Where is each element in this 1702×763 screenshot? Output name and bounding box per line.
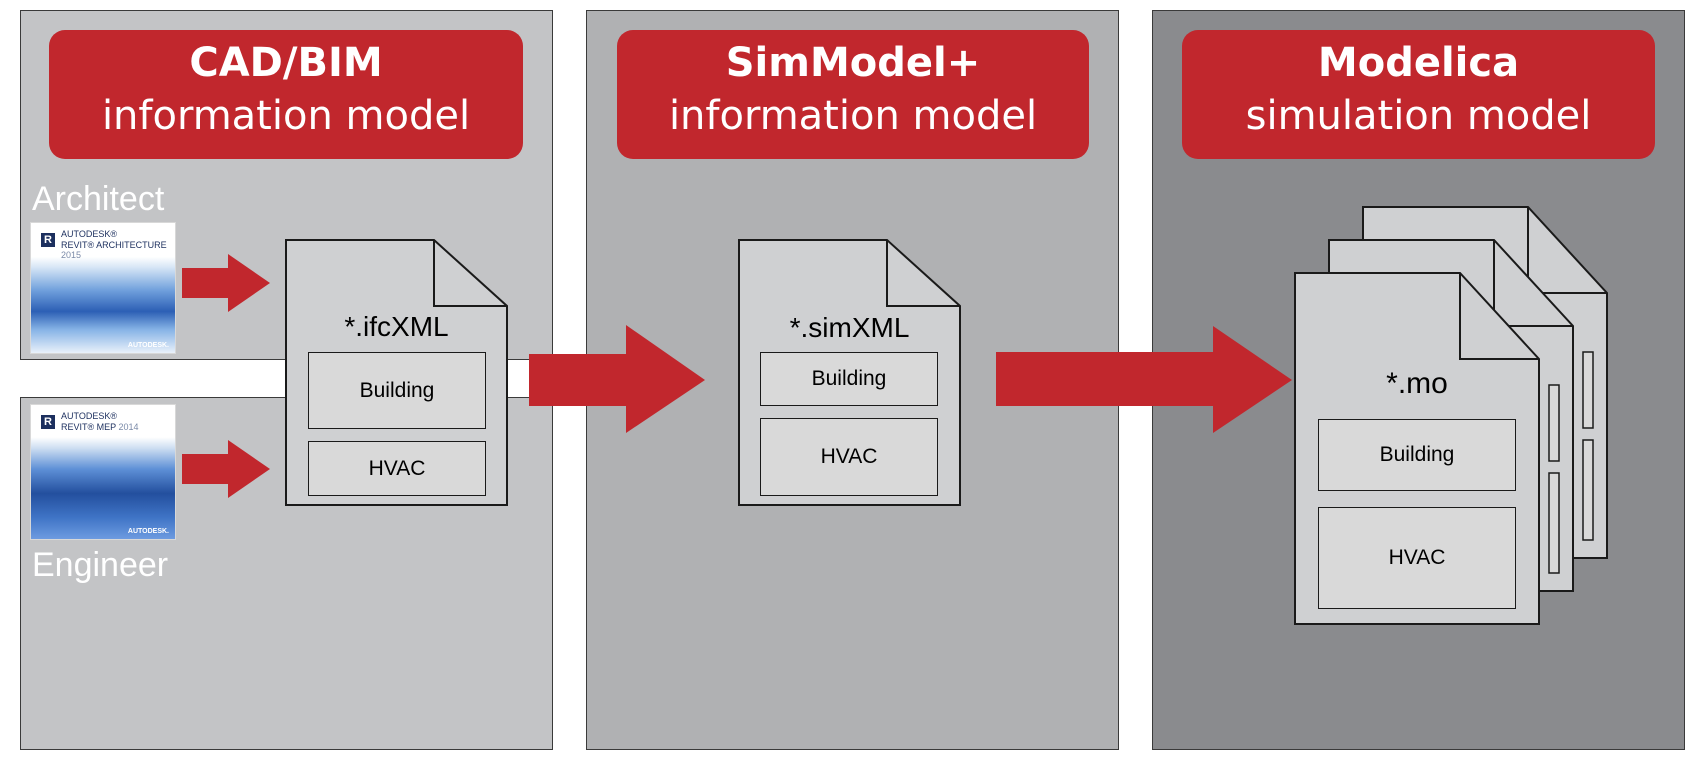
- document-ifcxml-label: *.ifcXML: [344, 311, 449, 342]
- product-brand: AUTODESK®: [61, 411, 117, 421]
- header-modelica-subtitle: simulation model: [1245, 93, 1592, 139]
- header-cad-bim-subtitle: information model: [101, 93, 471, 139]
- document-mo-middle-section-building: [1548, 384, 1560, 462]
- product-footer: AUTODESK.: [127, 342, 169, 349]
- header-modelica-title: Modelica: [1317, 40, 1520, 86]
- header-modelica: Modelica simulation model: [1182, 30, 1655, 159]
- document-simxml-fold: [886, 240, 960, 307]
- document-mo-back-section-hvac: [1582, 439, 1594, 541]
- autodesk-logo-icon: R: [41, 415, 55, 429]
- header-simmodel: SimModel+ information model: [617, 30, 1089, 159]
- arrow-simmodel-to-modelica: [996, 326, 1292, 433]
- product-brand: AUTODESK®: [61, 229, 117, 239]
- header-simmodel-title: SimModel+: [725, 40, 981, 86]
- document-mo-middle-section-hvac: [1548, 472, 1560, 574]
- header-simmodel-subtitle: information model: [668, 93, 1038, 139]
- product-year: 2015: [61, 250, 82, 260]
- header-cad-bim: CAD/BIM information model: [49, 30, 523, 159]
- product-footer: AUTODESK.: [127, 528, 169, 535]
- arrow-architect-to-ifc: [182, 254, 270, 312]
- arrow-ifc-to-simmodel: [529, 325, 705, 433]
- document-mo-section-hvac: HVAC: [1318, 507, 1516, 609]
- document-simxml-section-hvac: HVAC: [760, 418, 938, 496]
- role-engineer: Engineer: [32, 546, 169, 584]
- document-simxml-section-building: Building: [760, 352, 938, 406]
- document-ifcxml-section-hvac: HVAC: [308, 441, 486, 496]
- document-ifcxml-section-building: Building: [308, 352, 486, 429]
- product-revit-architecture: R AUTODESK® REVIT® ARCHITECTURE 2015 AUT…: [30, 222, 176, 354]
- role-architect: Architect: [32, 180, 165, 218]
- autodesk-logo-icon: R: [41, 233, 55, 247]
- document-mo-front-fold: [1459, 273, 1539, 360]
- arrow-engineer-to-ifc: [182, 440, 270, 498]
- document-ifcxml-fold: [433, 240, 507, 307]
- product-year: 2014: [118, 422, 139, 432]
- product-name: REVIT® ARCHITECTURE 2015: [61, 240, 175, 260]
- product-name-text: REVIT® MEP: [61, 422, 116, 432]
- document-mo-back-section-building: [1582, 351, 1594, 429]
- product-name-text: REVIT® ARCHITECTURE: [61, 240, 167, 250]
- panel-separator-band: [20, 359, 285, 398]
- document-simxml-label: *.simXML: [789, 312, 910, 343]
- product-revit-mep: R AUTODESK® REVIT® MEP 2014 AUTODESK.: [30, 404, 176, 540]
- document-mo-label: *.mo: [1386, 367, 1448, 400]
- header-cad-bim-title: CAD/BIM: [189, 40, 383, 86]
- product-name: REVIT® MEP 2014: [61, 422, 139, 432]
- document-mo-section-building: Building: [1318, 419, 1516, 491]
